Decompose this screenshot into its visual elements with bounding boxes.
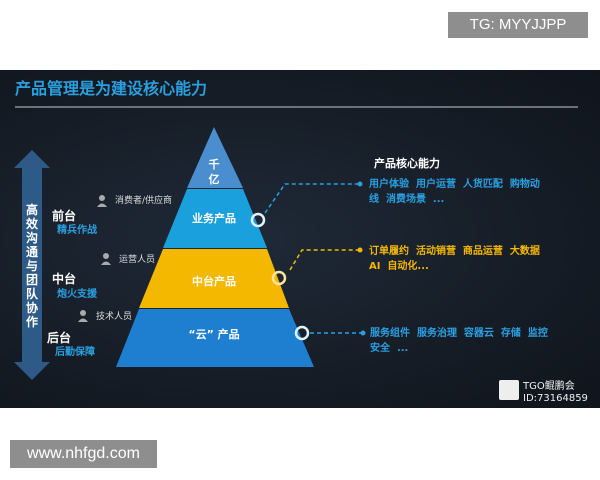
connector-circle-cloud: [294, 325, 310, 341]
arrow-char: 效: [26, 216, 39, 231]
logo-id: ID:73164859: [523, 393, 588, 404]
layer-role: 技术人员: [96, 310, 132, 322]
logo-text: TGO鲲鹏会: [522, 379, 575, 392]
person-icon: [78, 310, 88, 322]
connector-dot: [357, 181, 363, 187]
arrow-char: 协: [26, 300, 38, 315]
capability-cloud-line2: 安全 ...: [370, 341, 408, 354]
layer-front: 前台 精兵作战 消费者/供应商: [52, 194, 172, 236]
layer-role: 运营人员: [119, 253, 155, 265]
layer-back: 后台 后勤保障 技术人员: [47, 310, 132, 358]
pyramid-tier-business: [163, 189, 267, 248]
pyramid-tier-top: [187, 127, 243, 188]
capability-middle-line2: AI 自动化...: [369, 259, 429, 272]
arrow-char: 高: [26, 202, 38, 217]
arrow-char: 沟: [26, 230, 38, 245]
layer-name: 后台: [47, 330, 71, 345]
capabilities-title: 产品核心能力: [374, 156, 440, 170]
connector-dot: [360, 330, 366, 336]
pyramid-tier-cloud: [116, 309, 314, 367]
layer-sub: 炮火支援: [56, 287, 98, 300]
capability-business-line1: 用户体验 用户运营 人货匹配 购物动: [368, 177, 540, 190]
capability-middle-line1: 订单履约 活动销营 商品运营 大数据: [369, 244, 540, 257]
header-label: TG: MYYJJPP: [448, 12, 588, 38]
arrow-char: 团: [26, 273, 38, 287]
layer-sub: 后勤保障: [55, 345, 95, 358]
connector-circle-business: [250, 212, 266, 228]
person-icon: [97, 195, 107, 207]
layer-sub: 精兵作战: [57, 223, 97, 236]
tier-middle-label: 中台产品: [192, 274, 236, 288]
tier-top-label-1: 千: [209, 157, 220, 171]
capability-cloud-line1: 服务组件 服务治理 容器云 存储 监控: [370, 326, 548, 339]
layer-role: 消费者/供应商: [115, 194, 172, 206]
arrow-char: 与: [26, 259, 38, 273]
tier-cloud-label: “云” 产品: [188, 327, 239, 341]
arrow-char: 队: [26, 286, 39, 301]
capability-business-line2: 线 消费场景 ...: [369, 192, 444, 205]
connector-circle-middle: [271, 270, 287, 286]
arrow-char: 通: [26, 244, 38, 259]
slide-title: 产品管理是为建设核心能力: [15, 79, 207, 98]
double-arrow-icon: [14, 150, 50, 380]
arrow-char: 作: [26, 314, 38, 329]
connector-line-middle: [289, 249, 358, 271]
layer-middle: 中台 炮火支援 运营人员: [52, 253, 155, 300]
layer-name: 中台: [52, 271, 76, 286]
connector-dot: [357, 247, 363, 253]
layer-name: 前台: [52, 208, 76, 223]
person-icon: [101, 253, 111, 265]
tier-business-label: 业务产品: [192, 211, 236, 225]
tier-top-label-2: 亿: [209, 172, 220, 186]
connector-line-business: [264, 183, 358, 214]
pyramid-tier-middle: [139, 249, 289, 308]
footer-watermark: www.nhfgd.com: [10, 440, 157, 468]
tgo-logo-icon: [499, 380, 519, 400]
